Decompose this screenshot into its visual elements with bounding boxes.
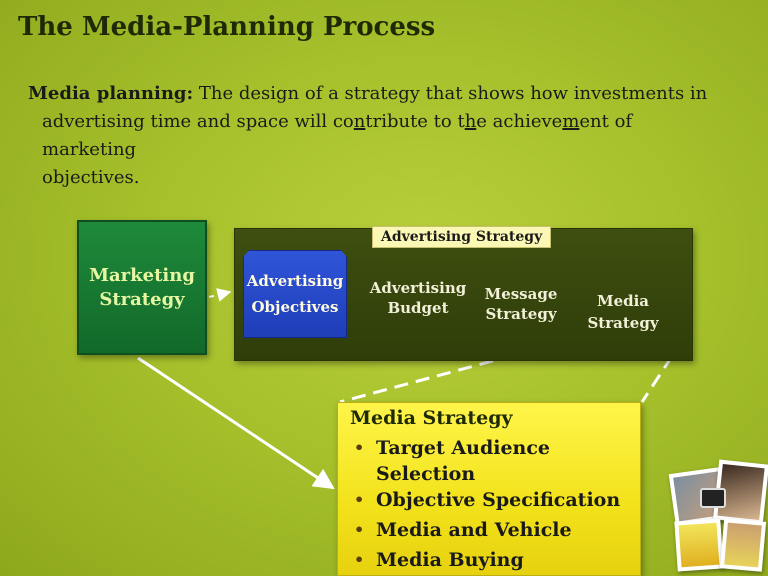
marketing-strategy-box: Marketing Strategy: [77, 220, 207, 355]
camera-icon: [700, 488, 726, 508]
advertising-strategy-label: Advertising Strategy: [372, 226, 552, 248]
message-strategy: Message Strategy: [484, 285, 558, 323]
photo-frame: [674, 518, 724, 572]
arrow-marketing-to-media: [137, 356, 335, 490]
page-title: The Media-Planning Process: [18, 12, 436, 42]
list-item: Media Buying: [348, 547, 630, 573]
media-strategy-item: Media Strategy: [587, 292, 659, 332]
media-strategy-title: Media Strategy: [350, 407, 513, 429]
marketing-strategy-line1: Marketing: [89, 264, 195, 286]
advertising-objectives-box: Advertising Objectives: [243, 250, 347, 338]
definition-line2: advertising time and space will contribu…: [42, 111, 633, 160]
definition-line3: objectives.: [42, 167, 140, 188]
media-planning-definition: Media planning: The design of a strategy…: [28, 80, 728, 192]
list-item: Media and Vehicle: [348, 517, 630, 543]
media-strategy-list: Target Audience Selection Objective Spec…: [348, 435, 630, 573]
definition-term: Media planning:: [28, 83, 194, 104]
photo-frame: [719, 518, 767, 572]
objectives-line2: Objectives: [251, 298, 339, 316]
dashed-media-left: [339, 336, 579, 404]
objectives-line1: Advertising: [246, 272, 344, 290]
marketing-strategy-line2: Strategy: [99, 288, 185, 310]
list-item: Target Audience Selection: [348, 435, 630, 487]
arrow-marketing-to-advertising: [208, 288, 232, 302]
advertising-budget: Advertising Budget: [369, 279, 467, 317]
definition-line1: The design of a strategy that shows how …: [198, 83, 708, 104]
list-item: Objective Specification: [348, 487, 630, 513]
media-strategy-box: Media Strategy Target Audience Selection…: [337, 402, 641, 576]
